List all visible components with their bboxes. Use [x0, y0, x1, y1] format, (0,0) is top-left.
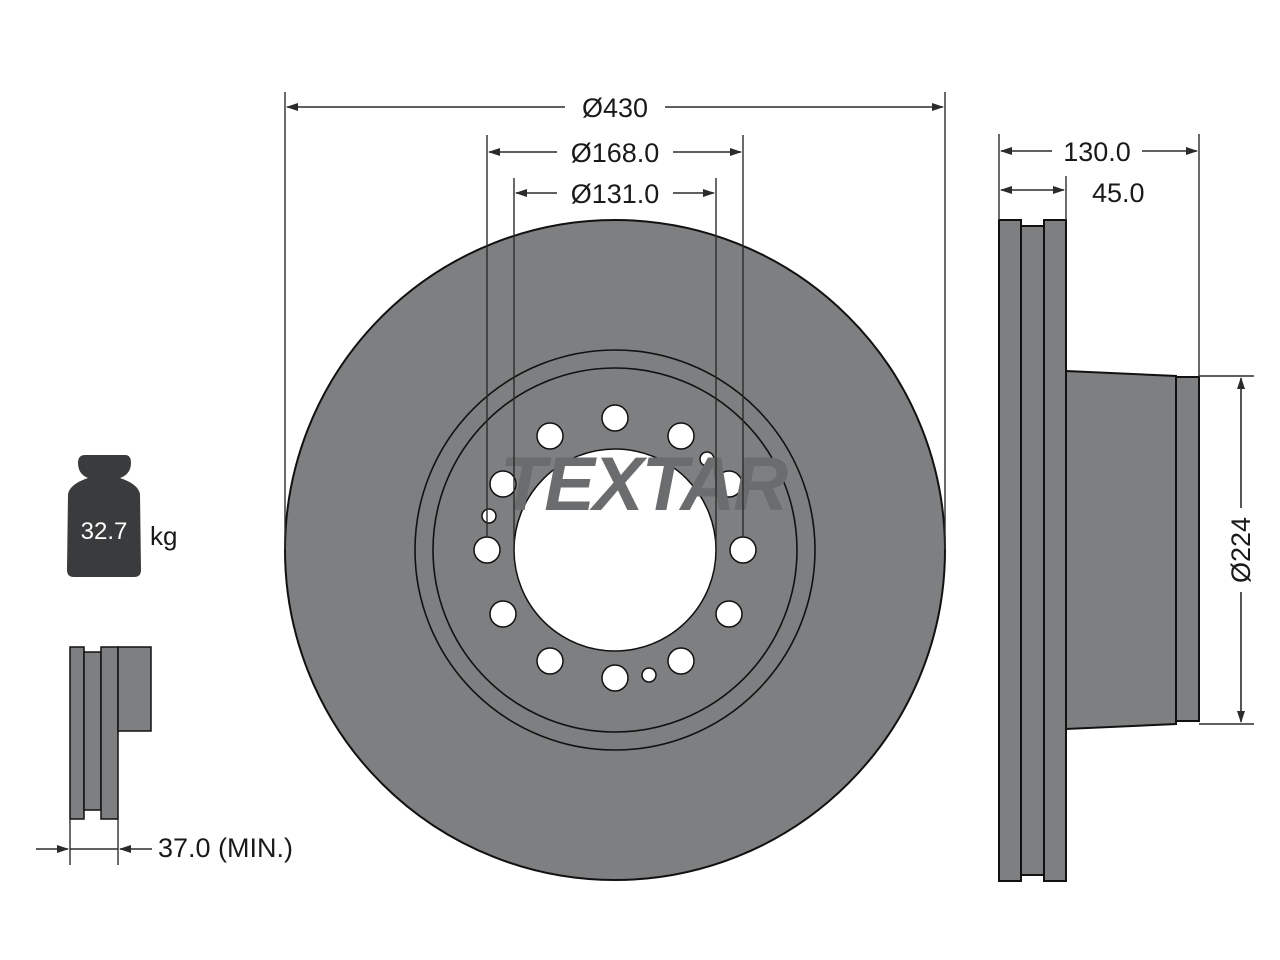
dim-disc-thickness: 45.0 — [1000, 176, 1145, 220]
disc-thickness-label: 45.0 — [1092, 178, 1145, 208]
cooling-vanes — [1020, 225, 1045, 876]
pin-hole — [481, 508, 497, 524]
dim-bolt-circle: Ø168.0 — [486, 135, 744, 537]
bolt-hole — [473, 536, 501, 564]
dim-outer-diameter: Ø430 — [284, 92, 946, 550]
min-thickness-detail — [69, 646, 152, 820]
hat-outer-ring — [414, 349, 816, 751]
textar-logo: TEXTAR — [500, 442, 788, 527]
pin-hole — [699, 451, 715, 467]
bolt-hole — [536, 647, 564, 675]
overall-height-label: 130.0 — [1063, 137, 1131, 167]
weight-unit: kg — [150, 521, 177, 551]
detail-ring-outer — [69, 646, 85, 820]
friction-ring-outer — [998, 219, 1022, 882]
hat-diameter-label: Ø224 — [1226, 517, 1256, 583]
dim-min-thickness: 37.0 (MIN.) — [36, 819, 293, 865]
dim-center-bore: Ø131.0 — [513, 178, 717, 550]
bolt-hole — [536, 422, 564, 450]
detail-ring-inner — [100, 646, 119, 820]
bolt-hole — [715, 600, 743, 628]
bolt-hole — [489, 470, 517, 498]
hat-inner-ring — [432, 367, 798, 733]
bolt-hole — [667, 647, 695, 675]
detail-vanes — [83, 651, 102, 811]
dim-overall-height: 130.0 — [998, 134, 1200, 377]
bolt-hole — [489, 600, 517, 628]
detail-hat — [117, 646, 152, 732]
disc-side-view — [998, 219, 1200, 882]
friction-ring-inner — [1043, 219, 1067, 882]
outer-diameter-label: Ø430 — [582, 93, 648, 123]
hat-section — [1065, 369, 1177, 731]
bolt-holes — [473, 404, 757, 692]
mounting-flange — [1175, 376, 1200, 722]
bolt-hole — [667, 422, 695, 450]
center-bore-label: Ø131.0 — [571, 179, 660, 209]
weight-icon: 32.7 — [67, 455, 141, 577]
disc-front-view: TEXTAR — [284, 219, 946, 881]
min-thickness-label: 37.0 (MIN.) — [158, 833, 293, 863]
weight-value: 32.7 — [81, 518, 128, 545]
bolt-hole — [601, 404, 629, 432]
bolt-circle-label: Ø168.0 — [571, 138, 660, 168]
pin-hole — [641, 667, 657, 683]
bolt-hole — [729, 536, 757, 564]
dim-hat-diameter: Ø224 — [1199, 375, 1256, 725]
bolt-hole — [601, 664, 629, 692]
